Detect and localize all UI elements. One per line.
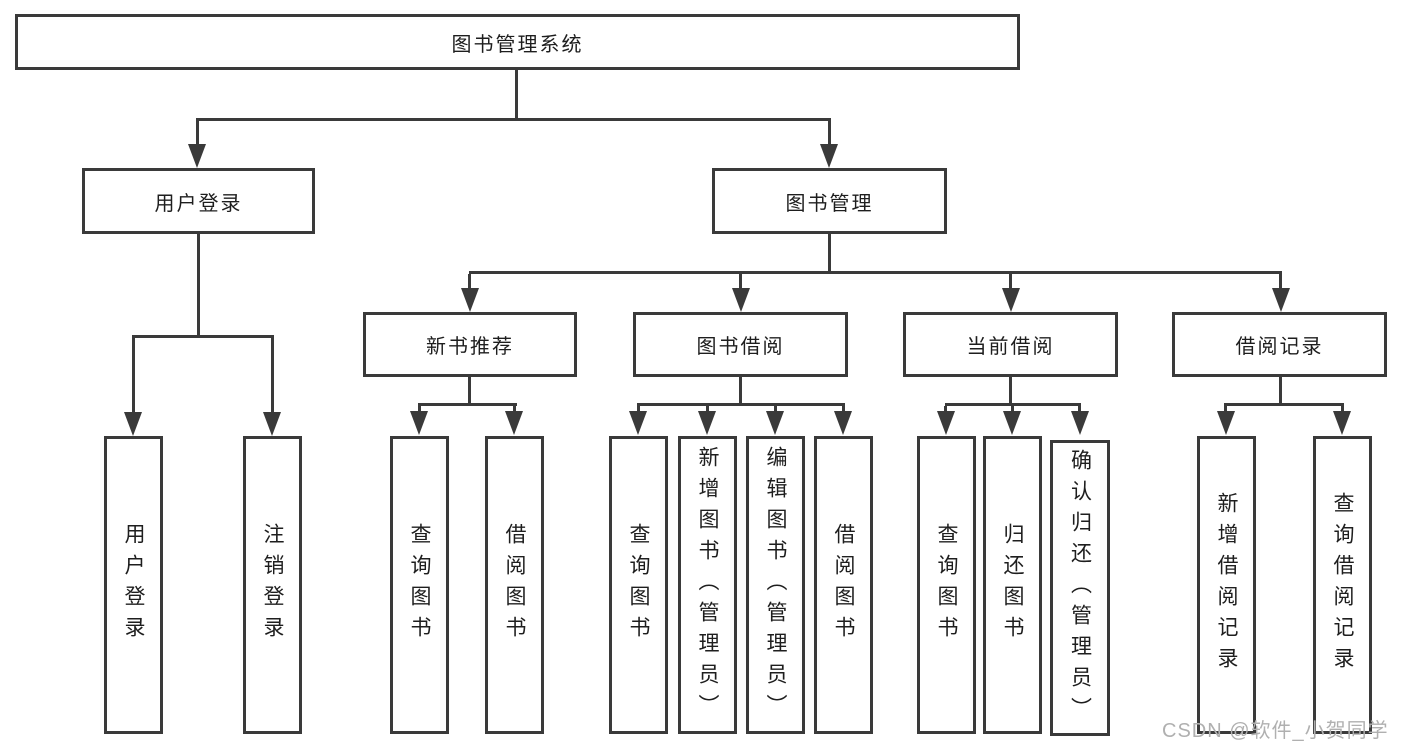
arrow-down-icon xyxy=(834,411,852,435)
node-book-management: 图书管理 xyxy=(712,168,947,234)
arrow-down-icon xyxy=(263,412,281,436)
arrow-down-icon xyxy=(629,411,647,435)
node-book-management-label: 图书管理 xyxy=(785,192,874,215)
connector-line xyxy=(637,403,845,406)
leaf-add-borrow-record: 新增借阅记录 xyxy=(1197,436,1256,734)
leaf-query-books-current: 查询图书 xyxy=(917,436,976,734)
connector-line xyxy=(196,121,199,147)
arrow-down-icon xyxy=(1217,411,1235,435)
leaf-add-book-admin-label: 新增图书（管理员） xyxy=(696,445,719,725)
connector-line xyxy=(945,403,1081,406)
node-library-management-system-label: 图书管理系统 xyxy=(451,33,584,56)
leaf-query-books-recommend: 查询图书 xyxy=(390,436,449,734)
arrow-down-icon xyxy=(732,288,750,312)
connector-line xyxy=(774,406,777,413)
leaf-logout: 注销登录 xyxy=(243,436,302,734)
arrow-down-icon xyxy=(766,411,784,435)
node-new-book-recommendation-label: 新书推荐 xyxy=(426,336,514,358)
connector-line xyxy=(1078,406,1081,413)
node-new-book-recommendation: 新书推荐 xyxy=(363,312,577,377)
arrow-down-icon xyxy=(505,411,523,435)
connector-line xyxy=(637,406,640,413)
connector-line xyxy=(132,335,274,338)
connector-line xyxy=(1279,274,1282,290)
arrow-down-icon xyxy=(461,288,479,312)
leaf-confirm-return-admin-label: 确认归还（管理员） xyxy=(1068,448,1092,728)
connector-line xyxy=(132,338,135,414)
connector-line xyxy=(739,274,742,290)
leaf-edit-book-admin: 编辑图书（管理员） xyxy=(746,436,805,734)
connector-line xyxy=(515,70,518,120)
leaf-logout-label: 注销登录 xyxy=(261,523,284,647)
connector-line xyxy=(196,118,831,121)
node-user-login: 用户登录 xyxy=(82,168,315,234)
leaf-borrow-books-borrow: 借阅图书 xyxy=(814,436,873,734)
node-borrowing-records: 借阅记录 xyxy=(1172,312,1387,377)
connector-line xyxy=(418,403,517,406)
leaf-borrow-books-borrow-label: 借阅图书 xyxy=(832,523,855,647)
leaf-query-books-current-label: 查询图书 xyxy=(935,523,958,647)
arrow-down-icon xyxy=(1333,411,1351,435)
connector-line xyxy=(468,274,471,290)
arrow-down-icon xyxy=(1003,411,1021,435)
connector-line xyxy=(828,234,831,273)
arrow-down-icon xyxy=(698,411,716,435)
arrow-down-icon xyxy=(1002,288,1020,312)
leaf-query-books-borrow: 查询图书 xyxy=(609,436,668,734)
connector-line xyxy=(418,406,421,413)
node-book-borrowing: 图书借阅 xyxy=(633,312,848,377)
arrow-down-icon xyxy=(1272,288,1290,312)
connector-line xyxy=(1224,403,1344,406)
connector-line xyxy=(1279,377,1282,405)
leaf-query-books-borrow-label: 查询图书 xyxy=(627,523,650,647)
watermark: CSDN @软件_小贺同学 xyxy=(1162,720,1389,742)
connector-line xyxy=(706,406,709,413)
node-book-borrowing-label: 图书借阅 xyxy=(696,336,785,358)
leaf-user-login: 用户登录 xyxy=(104,436,163,734)
connector-line xyxy=(1009,377,1012,405)
connector-line xyxy=(197,234,200,337)
arrow-down-icon xyxy=(124,412,142,436)
leaf-query-books-recommend-label: 查询图书 xyxy=(408,523,431,647)
connector-line xyxy=(842,406,845,413)
leaf-add-book-admin: 新增图书（管理员） xyxy=(678,436,737,734)
connector-line xyxy=(468,377,471,405)
connector-line xyxy=(271,338,274,414)
connector-line xyxy=(1011,406,1014,413)
connector-line xyxy=(1224,406,1227,413)
leaf-edit-book-admin-label: 编辑图书（管理员） xyxy=(764,445,787,725)
node-library-management-system: 图书管理系统 xyxy=(15,14,1020,70)
leaf-query-borrow-record-label: 查询借阅记录 xyxy=(1331,492,1354,678)
connector-line xyxy=(828,121,831,147)
leaf-add-borrow-record-label: 新增借阅记录 xyxy=(1215,492,1238,678)
connector-line xyxy=(739,377,742,405)
node-current-borrowing: 当前借阅 xyxy=(903,312,1118,377)
leaf-borrow-books-recommend-label: 借阅图书 xyxy=(503,523,526,647)
connector-line xyxy=(944,406,947,413)
leaf-return-books-label: 归还图书 xyxy=(1001,523,1024,647)
leaf-confirm-return-admin: 确认归还（管理员） xyxy=(1050,440,1110,736)
connector-line xyxy=(1009,274,1012,290)
arrow-down-icon xyxy=(937,411,955,435)
node-current-borrowing-label: 当前借阅 xyxy=(966,336,1055,358)
arrow-down-icon xyxy=(188,144,206,168)
leaf-user-login-label: 用户登录 xyxy=(122,523,145,647)
leaf-query-borrow-record: 查询借阅记录 xyxy=(1313,436,1372,734)
connector-line xyxy=(1341,406,1344,413)
arrow-down-icon xyxy=(410,411,428,435)
node-borrowing-records-label: 借阅记录 xyxy=(1235,336,1324,358)
leaf-return-books: 归还图书 xyxy=(983,436,1042,734)
arrow-down-icon xyxy=(820,144,838,168)
connector-line xyxy=(513,406,516,413)
connector-line xyxy=(469,271,1282,274)
node-user-login-label: 用户登录 xyxy=(154,192,243,215)
arrow-down-icon xyxy=(1071,411,1089,435)
leaf-borrow-books-recommend: 借阅图书 xyxy=(485,436,544,734)
